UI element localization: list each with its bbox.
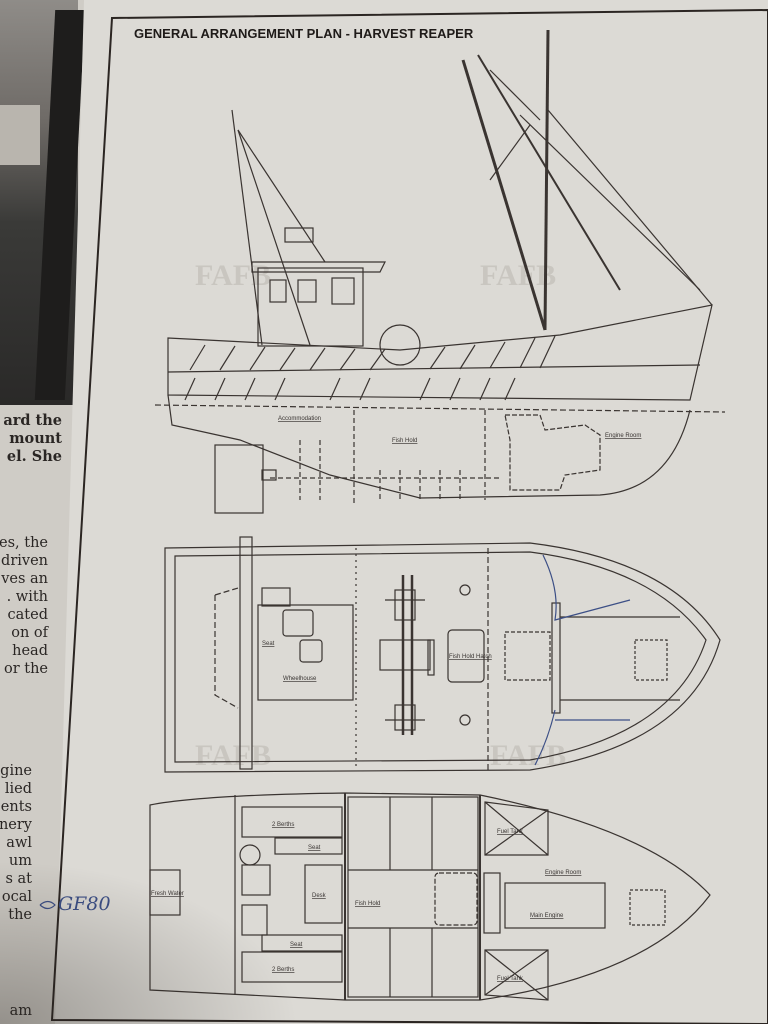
text-line: driven <box>1 553 48 569</box>
photo-light-pillar <box>0 105 40 165</box>
text-line: el. She <box>6 448 62 465</box>
label-main-engine: Main Engine <box>530 913 564 919</box>
fuel-tank-bottom <box>484 949 549 1001</box>
text-line: s at <box>5 871 32 887</box>
column-para-3: gine lied ents nery awl um s at ocal the <box>0 762 32 924</box>
watermark: FAFB <box>480 259 556 292</box>
derrick <box>461 59 547 331</box>
label-accommodation: Accommodation <box>278 416 321 422</box>
label-fish-hold-hatch: Fish Hold Hatch <box>449 654 492 660</box>
berth-top <box>241 806 343 838</box>
gantry-beam <box>239 536 253 770</box>
text-line: head <box>12 643 48 659</box>
label-berths-bottom: 2 Berths <box>272 967 294 973</box>
text-line: on of <box>11 625 48 641</box>
text-line: or the <box>3 661 48 677</box>
label-fuel-tank-bottom: Fuel Tank <box>497 976 524 982</box>
label-fish-hold: Fish Hold <box>392 438 417 444</box>
text-line: um <box>8 853 32 869</box>
label-fuel-tank-top: Fuel Tank <box>497 829 524 835</box>
label-wheelhouse: Wheelhouse <box>283 676 317 682</box>
column-para-2: es, the driven ves an . with cated on of… <box>0 534 48 678</box>
column-para-4: am <box>0 1002 32 1020</box>
text-line: the <box>8 907 32 923</box>
watermark: FAFB <box>195 259 271 292</box>
bulwark-hatching <box>184 335 556 401</box>
fresh-water-tank <box>149 869 181 916</box>
plan-title: GENERAL ARRANGEMENT PLAN - HARVEST REAPE… <box>134 26 474 41</box>
label-fresh-water: Fresh Water <box>151 891 184 897</box>
text-line: nery <box>0 817 32 833</box>
column-para-1: ard the mount el. She <box>0 412 62 466</box>
label-engine-room: Engine Room <box>605 433 641 439</box>
blue-ink-marks <box>534 554 631 766</box>
frame-lines <box>270 410 500 505</box>
fuel-tank-top <box>484 801 549 856</box>
plan-frame <box>50 8 768 1024</box>
label-desk: Desk <box>312 893 327 899</box>
label-seat-top: Seat <box>308 845 321 851</box>
wheelhouse-deck <box>257 604 354 701</box>
plan-page <box>55 0 768 1024</box>
text-line: ard the <box>3 412 62 429</box>
deck-plan <box>164 536 721 773</box>
deck-outline <box>164 542 721 773</box>
text-line: es, the <box>0 535 48 551</box>
label-berths-top: 2 Berths <box>272 822 294 828</box>
lower-plan <box>149 792 711 1001</box>
text-line: am <box>9 1003 32 1019</box>
lower-hull-outline <box>149 792 711 1001</box>
text-line: lied <box>4 781 32 797</box>
winch-profile <box>379 324 421 366</box>
text-line: mount <box>9 430 62 447</box>
text-line: ocal <box>1 889 32 905</box>
arrow-icon <box>39 900 56 910</box>
engine-outline <box>504 414 601 491</box>
label-fish-hold-lower: Fish Hold <box>355 901 380 907</box>
text-line: ents <box>0 799 32 815</box>
rudder <box>214 444 264 514</box>
trawl-winch <box>379 575 435 735</box>
text-line: gine <box>0 763 32 779</box>
text-line: awl <box>6 835 32 851</box>
handwritten-note: GF80 <box>58 893 111 915</box>
aft-mast <box>231 109 263 346</box>
wheelhouse-profile <box>257 267 364 347</box>
text-line: cated <box>7 607 48 623</box>
fish-hold-hatch <box>447 629 485 683</box>
desk <box>304 864 343 924</box>
watermark: FAFB <box>195 739 271 772</box>
text-line: ves an <box>1 571 48 587</box>
text-line: . with <box>6 589 48 605</box>
hull-underwater <box>167 394 691 499</box>
label-seat-bottom: Seat <box>290 942 303 948</box>
main-mast <box>543 29 550 331</box>
label-seat-deck: Seat <box>262 641 275 647</box>
berth-bottom <box>241 951 343 983</box>
main-engine <box>504 882 606 929</box>
profile-view <box>154 29 726 514</box>
label-engine-room-lower: Engine Room <box>545 870 581 876</box>
